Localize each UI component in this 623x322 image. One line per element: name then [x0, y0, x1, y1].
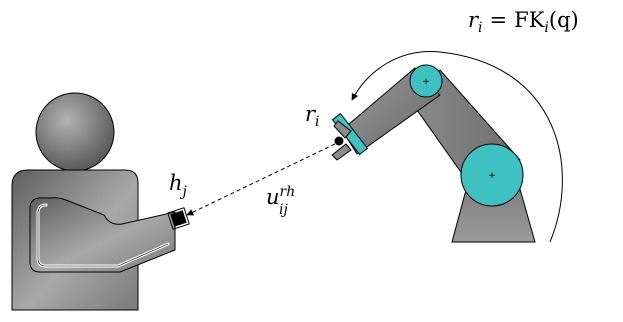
human-arm-outline-edge	[37, 204, 169, 267]
human-point-label: hj	[169, 171, 188, 200]
vector-label-subscript: ij	[279, 202, 288, 218]
robot-gripper-lower	[331, 143, 352, 161]
robot-elbow-joint-mark: +	[422, 77, 430, 87]
robot-gripper-upper	[333, 120, 352, 139]
human-head	[35, 92, 115, 172]
robot-base-joint	[460, 143, 524, 207]
vector-u-arrow	[186, 143, 336, 216]
fk-curved-arrow	[351, 51, 563, 243]
robot-arm: + +	[331, 64, 536, 243]
human-hand-marker-frame	[167, 207, 190, 230]
human-figure	[11, 92, 190, 311]
fk-equation-label: ri=FKi(q)	[468, 8, 579, 36]
robot-elbow-joint	[409, 64, 443, 98]
human-arm	[29, 197, 176, 273]
robot-end-effector-point	[334, 136, 344, 146]
robot-base-joint-mark: +	[488, 171, 496, 181]
vector-label: urh	[266, 184, 295, 209]
robot-point-label: ri	[305, 102, 320, 130]
human-hand-marker	[170, 210, 187, 227]
